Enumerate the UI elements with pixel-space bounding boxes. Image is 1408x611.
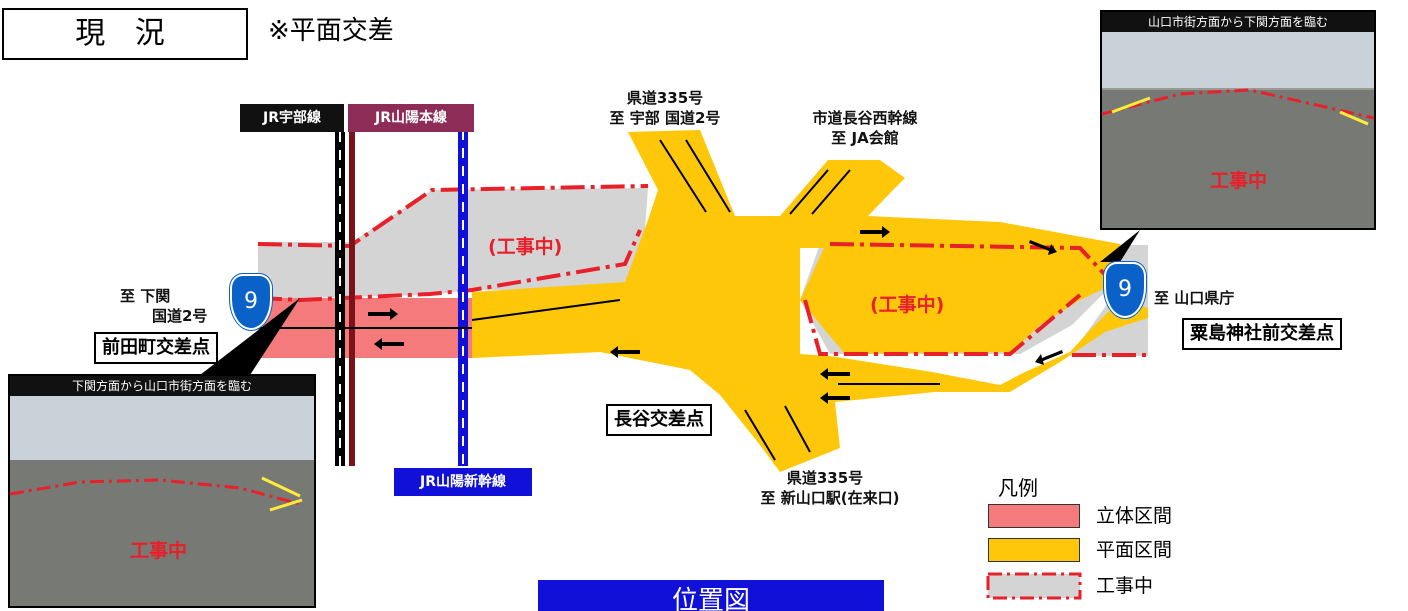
road-south-line1: 県道335号 <box>786 469 864 487</box>
photo-bottom-left: 下関方面から山口市街方面を臨む <box>8 374 316 608</box>
status-subtitle: ※平面交差 <box>268 16 394 46</box>
photo-top-right-caption: 山口市街方面から下関方面を臨む <box>1102 12 1374 32</box>
rail-lines <box>335 130 468 466</box>
photo-top-right-scene <box>1101 32 1375 228</box>
construction-boundary <box>257 184 1148 357</box>
intersection-maeda: 前田町交差点 <box>94 332 218 364</box>
photo-pointer-bottom-left <box>200 298 300 375</box>
rail-tag-shinkansen: JR山陽新幹線 <box>394 468 532 496</box>
route-shield-west: 9 <box>230 274 272 330</box>
legend-title: 凡例 <box>998 476 1038 500</box>
route-shield-east: 9 <box>1104 262 1146 318</box>
road-west-line1: 至 下関 <box>120 287 171 305</box>
road-west-line2: 国道2号 <box>152 307 208 325</box>
status-title: 現 況 <box>75 16 175 51</box>
photo-bottom-left-note: 工事中 <box>130 540 188 562</box>
legend-at-grade-swatch <box>988 538 1080 562</box>
intersection-nagatani: 長谷交差点 <box>606 404 712 436</box>
road-north-right-line2: 至 JA会館 <box>831 129 899 147</box>
legend-construction-swatch <box>986 572 1082 600</box>
lane-markings <box>258 139 940 461</box>
intersection-awashima: 粟島神社前交差点 <box>1182 318 1342 350</box>
photo-pointer-top-right <box>1100 230 1140 262</box>
photo-top-right: 山口市街方面から下関方面を臨む <box>1100 10 1376 230</box>
legend-grade-separated-swatch <box>988 504 1080 528</box>
route-shield-west-number: 9 <box>244 289 258 314</box>
legend-grade-separated-label: 立体区間 <box>1096 505 1173 527</box>
road-east: 至 山口県庁 <box>1154 289 1235 307</box>
photo-bottom-left-scene <box>9 394 314 606</box>
construction-label-west: (工事中) <box>488 236 563 258</box>
road-north-right-line1: 市道長谷西幹線 <box>812 109 918 127</box>
photo-bottom-left-caption: 下関方面から山口市街方面を臨む <box>10 376 314 396</box>
rail-tag-sanyo: JR山陽本線 <box>348 104 474 132</box>
at-grade-main <box>472 130 1148 472</box>
rail-tag-ube: JR宇部線 <box>240 104 344 132</box>
legend-construction-label: 工事中 <box>1096 575 1154 597</box>
route-shield-east-number: 9 <box>1118 277 1132 302</box>
road-south-line2: 至 新山口駅(在来口) <box>760 489 900 507</box>
construction-area-west <box>258 188 648 298</box>
road-north-left-line1: 県道335号 <box>626 89 704 107</box>
legend-at-grade-label: 平面区間 <box>1096 539 1173 561</box>
road-north-left-line2: 至 宇部 国道2号 <box>609 109 721 127</box>
direction-arrows <box>368 226 1063 404</box>
bottom-banner: 位置図 <box>538 580 884 611</box>
photo-top-right-note: 工事中 <box>1210 170 1268 192</box>
status-title-box: 現 況 <box>2 8 248 60</box>
construction-label-east: (工事中) <box>870 294 945 316</box>
